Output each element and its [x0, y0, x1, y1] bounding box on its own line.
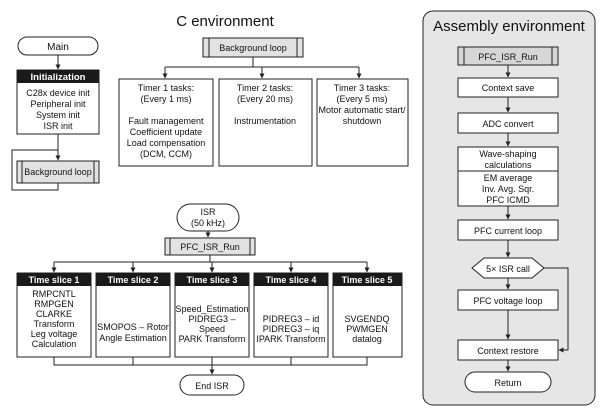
- em-line: PFC ICMD: [486, 195, 530, 205]
- timer3-period: (Every 5 ms): [336, 94, 387, 104]
- slice3-task: Speed_Estimation: [175, 304, 248, 314]
- timer3-task: shutdown: [343, 116, 382, 126]
- wave-shaping-box: [457, 146, 559, 172]
- timer1-task: Coefficient update: [130, 127, 202, 137]
- decision-bypass-arrow: [544, 267, 569, 353]
- slice1-title: Time slice 1: [29, 275, 80, 285]
- slice4-task: PIDREG3 – iq: [263, 324, 320, 334]
- time-slice-3: Time slice 3 Speed_Estimation PIDREG3 – …: [174, 262, 250, 358]
- background-loop-left: [16, 160, 100, 184]
- slice3-header: [175, 273, 249, 286]
- slice5-header: [333, 273, 402, 286]
- time-slice-5: Time slice 5 SVGENDQ PWMGEN datalog: [332, 262, 403, 358]
- slice1-box: [16, 272, 92, 358]
- slice4-task: IPARK Transform: [256, 334, 325, 344]
- timer1-task: Load compensation: [127, 138, 206, 148]
- slice5-task: datalog: [352, 334, 382, 344]
- wave-shaping-line: calculations: [484, 160, 532, 170]
- background-loop-top-label: Background loop: [219, 43, 287, 53]
- background-loop-return: [11, 149, 59, 191]
- slice3-title: Time slice 3: [187, 275, 238, 285]
- slice2-title: Time slice 2: [108, 275, 159, 285]
- timer3-tasks-box: [316, 78, 409, 167]
- isr-frequency: (50 kHz): [191, 218, 225, 228]
- timer1-task: Fault management: [128, 116, 204, 126]
- wave-shaping-line: Wave-shaping: [479, 149, 536, 159]
- init-line: ISR init: [43, 121, 73, 131]
- timer1-period: (Every 1 ms): [140, 94, 191, 104]
- pfc-current-loop-label: PFC current loop: [474, 226, 542, 236]
- init-line: System init: [36, 110, 81, 120]
- slice2-box: [95, 272, 171, 358]
- end-isr-terminator: [179, 374, 245, 396]
- timer1-tasks-box: [118, 78, 214, 167]
- timer3-task: Motor automatic start/: [318, 105, 406, 115]
- init-line: C28x device init: [26, 88, 90, 98]
- context-restore-label: Context restore: [477, 346, 539, 356]
- context-save-label: Context save: [482, 83, 535, 93]
- slice1-task: Leg voltage: [31, 329, 78, 339]
- slice5-task: SVGENDQ: [344, 314, 389, 324]
- timer2-title: Timer 2 tasks:: [237, 83, 293, 93]
- pfc-voltage-loop-label: PFC voltage loop: [473, 296, 542, 306]
- timer3-title: Timer 3 tasks:: [334, 83, 390, 93]
- slice1-task: Transform: [34, 319, 75, 329]
- em-line: Inv. Avg. Sqr.: [482, 184, 534, 194]
- slice2-task: Angle Estimation: [99, 333, 167, 343]
- slice1-task: RMPGEN: [34, 299, 74, 309]
- slice4-header: [254, 273, 328, 286]
- end-isr-label: End ISR: [195, 381, 229, 391]
- initialization-header: [17, 70, 99, 83]
- slice5-title: Time slice 5: [342, 275, 393, 285]
- isr-call-label: 5× ISR call: [486, 264, 530, 274]
- assembly-environment-title: Assembly environment: [433, 18, 586, 35]
- slice4-title: Time slice 4: [266, 275, 317, 285]
- timer2-task: Instrumentation: [234, 116, 296, 126]
- slice1-header: [17, 273, 91, 286]
- initialization-title: Initialization: [31, 72, 86, 83]
- slice4-task: PIDREG3 – id: [263, 314, 320, 324]
- time-slice-1: Time slice 1 RMPCNTL RMPGEN CLARKE Trans…: [16, 262, 92, 358]
- slice1-task: Calculation: [32, 339, 77, 349]
- main-label: Main: [47, 42, 69, 53]
- slice1-task: RMPCNTL: [32, 289, 76, 299]
- pfc-isr-run-left-label: PFC_ISR_Run: [180, 242, 240, 252]
- background-loop-left-label: Background loop: [24, 167, 92, 177]
- init-line: Peripheral init: [30, 99, 86, 109]
- slice2-header: [96, 273, 170, 286]
- end-connector: [53, 357, 368, 366]
- timer1-title: Timer 1 tasks:: [138, 83, 194, 93]
- adc-convert-label: ADC convert: [482, 119, 534, 129]
- em-average-box: [457, 170, 559, 207]
- pfc-isr-run-right-label: PFC_ISR_Run: [478, 52, 538, 62]
- slice5-task: PWMGEN: [346, 324, 388, 334]
- timer2-tasks-box: [218, 78, 313, 167]
- return-terminator: [464, 371, 552, 393]
- timer1-task: (DCM, CCM): [140, 149, 192, 159]
- slice3-task: PARK Transform: [179, 334, 246, 344]
- slice3-task: Speed: [199, 324, 225, 334]
- slice1-task: CLARKE: [36, 309, 72, 319]
- slice2-task: SMOPOS – Rotor: [97, 322, 169, 332]
- time-slice-2: Time slice 2 SMOPOS – Rotor Angle Estima…: [95, 262, 171, 358]
- return-label: Return: [494, 378, 521, 388]
- timer2-period: (Every 20 ms): [237, 94, 293, 104]
- c-environment-title: C environment: [176, 13, 274, 30]
- slice3-task: PIDREG3 –: [188, 314, 235, 324]
- isr-label: ISR: [200, 207, 216, 217]
- em-line: EM average: [484, 173, 533, 183]
- time-slice-4: Time slice 4 PIDREG3 – id PIDREG3 – iq I…: [253, 262, 329, 358]
